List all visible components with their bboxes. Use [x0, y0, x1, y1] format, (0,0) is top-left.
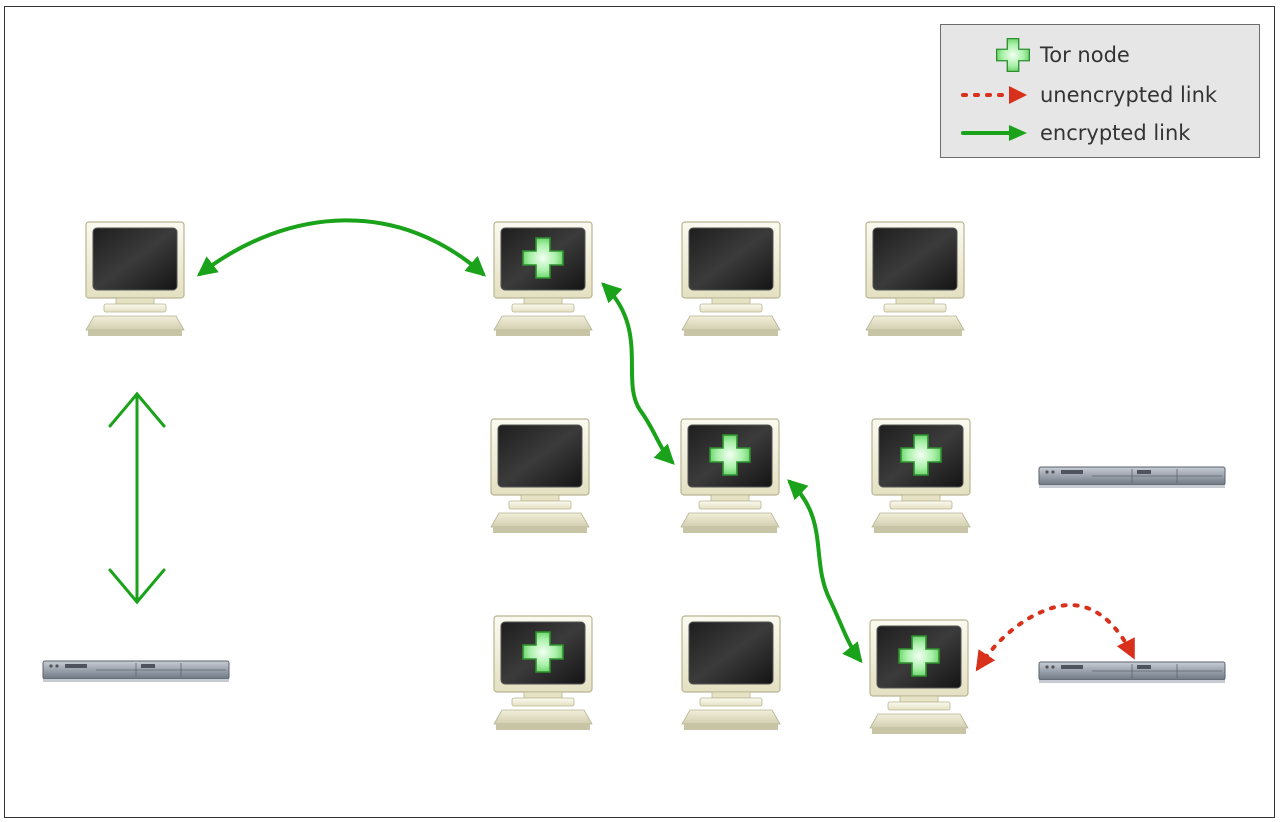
legend-label-unencrypted-link: unencrypted link	[1040, 83, 1218, 107]
computer-r3c2	[681, 615, 781, 731]
green-arrow-icon	[961, 125, 1027, 141]
legend-label-encrypted-link: encrypted link	[1040, 121, 1191, 145]
tor-cross-icon	[995, 37, 1031, 73]
legend-item-encrypted-link: encrypted link	[941, 115, 1259, 151]
legend-item-tor-node: Tor node	[941, 37, 1259, 73]
legend-label-tor-node: Tor node	[1040, 43, 1130, 67]
computer-r1c3	[865, 221, 965, 337]
tor-node-exit	[869, 619, 969, 735]
encrypted-link-client-entry	[196, 218, 486, 277]
client-computer	[85, 221, 185, 337]
tor-node-entry	[493, 221, 593, 337]
open-double-arrow	[108, 391, 166, 605]
unencrypted-link-exit-server	[975, 602, 1135, 672]
legend-item-unencrypted-link: unencrypted link	[941, 77, 1259, 113]
tor-node-r2c3	[871, 418, 971, 534]
encrypted-link-middle-exit	[787, 479, 863, 664]
legend: Tor node unencrypted link encrypted link	[940, 24, 1260, 158]
tor-node-middle	[680, 418, 780, 534]
computer-r2c1	[490, 418, 590, 534]
dotted-red-arrow-icon	[961, 86, 1027, 104]
server-right-bottom	[1038, 661, 1226, 684]
server-right-middle	[1038, 466, 1226, 489]
server-left	[42, 660, 230, 683]
tor-node-r3c1	[493, 615, 593, 731]
computer-r1c2	[681, 221, 781, 337]
encrypted-link-entry-middle	[601, 282, 675, 465]
